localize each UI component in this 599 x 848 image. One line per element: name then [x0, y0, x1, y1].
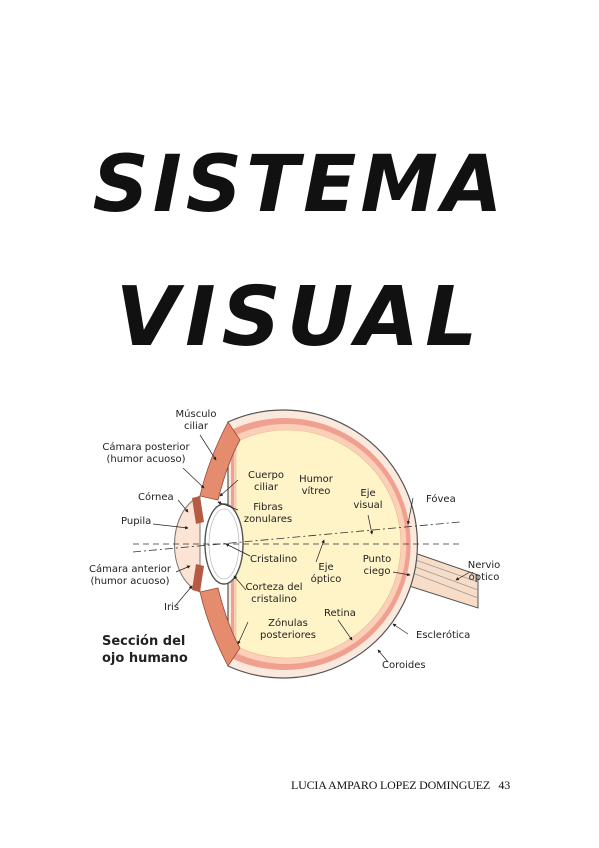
ciliary-body-lower-shape	[199, 587, 241, 667]
title-line-2: VISUAL	[115, 270, 484, 365]
visual-axis-line	[132, 521, 461, 553]
label-coroides: Coroides	[382, 660, 426, 671]
ciliary-body-shape	[199, 421, 241, 501]
page-number: 43	[498, 778, 510, 792]
label-camara-anterior: Cámara anterior(humor acuoso)	[89, 563, 172, 587]
title-line-1: SISTEMA	[92, 140, 507, 230]
author-name: LUCIA AMPARO LOPEZ DOMINGUEZ	[291, 778, 490, 792]
iris-shape	[192, 496, 204, 524]
label-cristalino: Cristalino	[250, 554, 297, 565]
label-retina: Retina	[324, 608, 356, 619]
label-cornea: Córnea	[138, 491, 174, 503]
label-esclerotica: Esclerótica	[416, 629, 470, 641]
iris-lower-shape	[192, 564, 204, 592]
label-camara-posterior: Cámara posterior(humor acuoso)	[102, 441, 190, 465]
label-fovea: Fóvea	[426, 493, 456, 505]
label-pupila: Pupila	[121, 516, 151, 527]
page-footer: LUCIA AMPARO LOPEZ DOMINGUEZ 43	[200, 778, 510, 793]
label-iris: Iris	[164, 602, 179, 613]
